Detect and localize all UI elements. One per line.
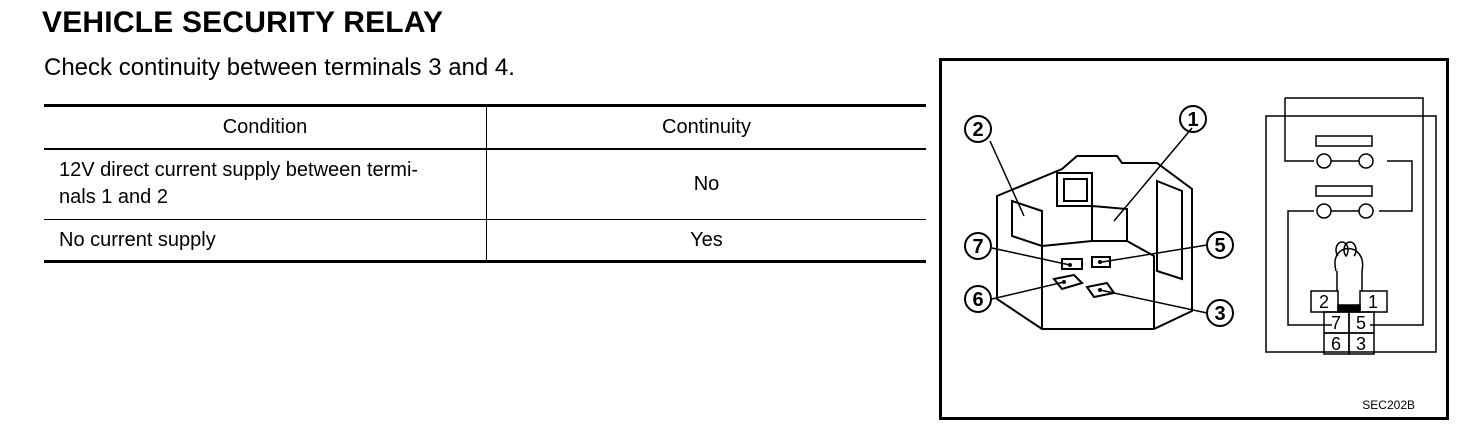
header-continuity: Continuity [662,115,751,138]
terminal-3-label: 3 [1356,334,1366,354]
callout-6-circle [964,285,992,313]
terminal-6-label: 6 [1331,334,1341,354]
callout-5-circle [1206,231,1234,259]
callout-6-label: 6 [972,289,983,311]
figure-code: SEC202B [1362,398,1415,412]
header-condition: Condition [44,105,487,149]
relay-diagram: 2 1 7 5 6 3 [964,97,1437,355]
callout-1-label: 1 [1187,109,1198,131]
page-title: VEHICLE SECURITY RELAY [42,6,444,39]
condition-text: 12V direct current supply between termi-… [59,159,419,209]
relay-figure: 2 1 7 5 6 3 [939,58,1449,420]
callout-7-circle [964,232,992,260]
table-row: No current supply Yes [44,219,926,262]
callout-3-circle [1206,299,1234,327]
terminal-3-box [1348,332,1375,355]
terminal-2-label: 2 [1319,292,1329,312]
continuity-table: Condition Continuity 12V direct current … [44,104,926,263]
callout-leaders [989,127,1208,314]
table-row: 12V direct current supply between termi-… [44,148,926,220]
callout-2-circle [964,115,992,143]
callout-7-label: 7 [972,236,983,258]
callout-3-label: 3 [1214,303,1225,325]
terminal-1-label: 1 [1368,292,1378,312]
instruction-text: Check continuity between terminals 3 and… [44,54,515,81]
continuity-cell: No [693,172,720,195]
callout-5-label: 5 [1214,235,1225,257]
condition-cell: No current supply [44,219,487,262]
terminal-7-label: 7 [1331,313,1341,333]
condition-cell: 12V direct current supply between termi-… [44,148,487,220]
terminal-5-label: 5 [1356,313,1366,333]
callout-circles [964,105,1234,327]
callout-2-label: 2 [972,119,983,141]
continuity-cell: Yes [690,228,723,251]
relay-schematic [1265,97,1437,355]
callout-1-circle [1179,105,1207,133]
table-header-row: Condition Continuity [44,105,926,149]
